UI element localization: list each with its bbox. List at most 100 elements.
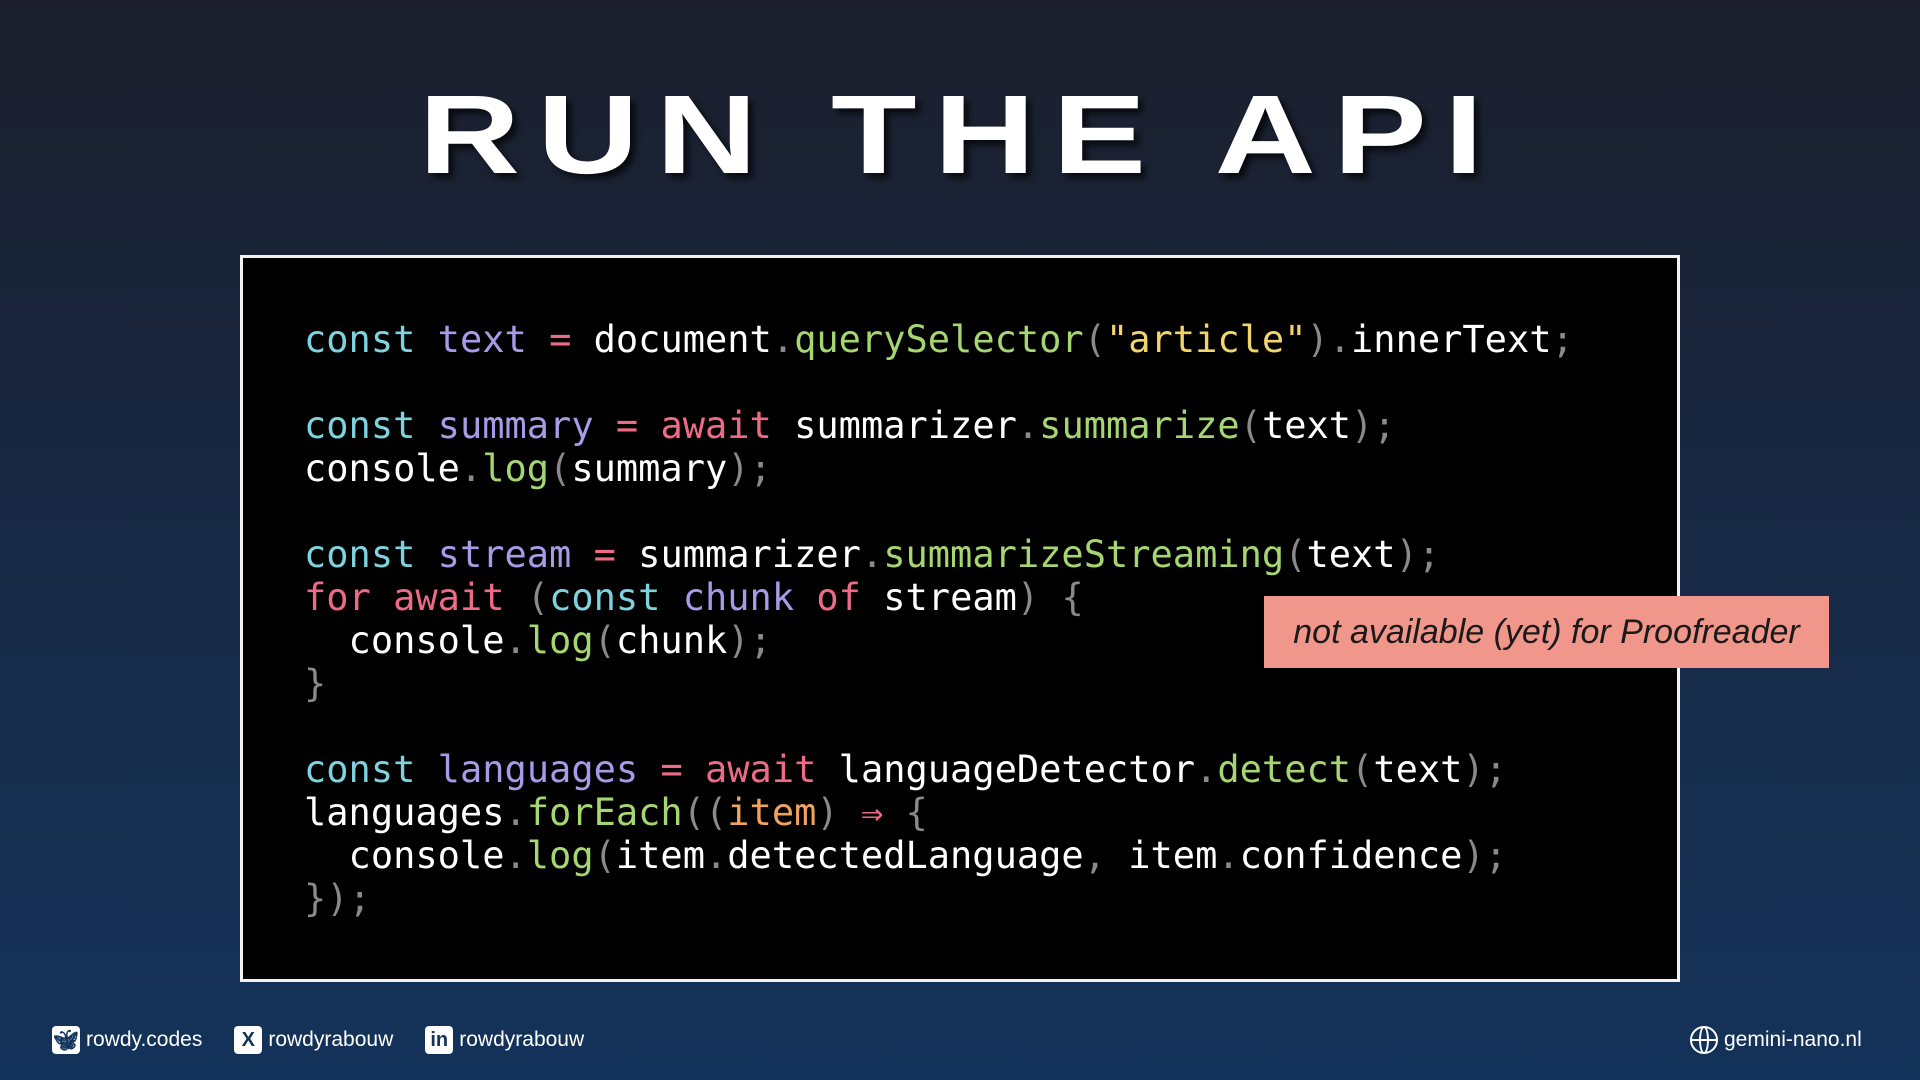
code-token: ) (727, 447, 750, 490)
code-token: ( (549, 447, 572, 490)
code-token: ( (593, 834, 616, 877)
code-token: = (615, 404, 639, 447)
code-token: { (1061, 576, 1084, 619)
code-token (594, 404, 616, 447)
code-token: stream (437, 533, 572, 576)
slide-title: RUN THE API (419, 72, 1501, 197)
code-token (505, 576, 527, 619)
code-token: summary (437, 404, 594, 447)
bluesky-icon: 🦋︎ (52, 1026, 80, 1054)
x-link[interactable]: X rowdyrabouw (234, 1026, 393, 1054)
code-token: ; (1484, 834, 1507, 877)
bluesky-link[interactable]: 🦋︎ rowdy.codes (52, 1026, 202, 1054)
code-token (883, 791, 905, 834)
code-token: . (504, 619, 527, 662)
code-token (571, 533, 593, 576)
code-line (304, 361, 1574, 404)
code-token: . (1016, 404, 1040, 447)
code-token: querySelector (794, 318, 1084, 361)
code-token: ) (816, 791, 839, 834)
code-token: . (459, 447, 483, 490)
code-token: ( (1083, 318, 1106, 361)
code-token (839, 791, 861, 834)
code-token: item (1105, 834, 1218, 877)
code-token: detectedLanguage (727, 834, 1084, 877)
code-token: = (593, 533, 616, 576)
code-token: await (393, 576, 505, 619)
code-token: log (482, 447, 550, 490)
code-token: ; (1373, 404, 1396, 447)
code-token: item (615, 834, 705, 877)
code-token: ; (749, 619, 772, 662)
code-token: summary (571, 447, 728, 490)
code-token: ( (1351, 748, 1374, 791)
code-token: ) (1016, 576, 1040, 619)
code-token: } (304, 662, 327, 705)
social-links: 🦋︎ rowdy.codes X rowdyrabouw in rowdyrab… (52, 1022, 616, 1058)
code-token: confidence (1239, 834, 1463, 877)
code-token: ) (1351, 404, 1374, 447)
website-link[interactable]: gemini-nano.nl (1690, 1022, 1862, 1058)
code-token: await (660, 404, 772, 447)
code-token: . (1217, 834, 1240, 877)
code-token: languages (304, 791, 505, 834)
code-token (415, 748, 437, 791)
code-token: ; (1417, 533, 1441, 576)
code-token: ; (1551, 318, 1574, 361)
code-line: console.log(item.detectedLanguage, item.… (304, 834, 1574, 877)
linkedin-link[interactable]: in rowdyrabouw (425, 1026, 584, 1054)
code-token: . (704, 834, 728, 877)
code-line: const text = document.querySelector("art… (304, 318, 1574, 361)
code-token: ) (1462, 748, 1485, 791)
code-token: console (304, 834, 505, 877)
code-token: . (860, 533, 884, 576)
code-token: log (526, 619, 594, 662)
code-line: console.log(chunk); (304, 619, 1574, 662)
code-token (1039, 576, 1061, 619)
code-token (415, 404, 437, 447)
code-token (794, 576, 816, 619)
code-token: { (905, 791, 928, 834)
code-token: , (1083, 834, 1106, 877)
code-token: (( (682, 791, 728, 834)
code-token: . (1195, 748, 1218, 791)
code-token: const (549, 576, 661, 619)
code-token (683, 748, 705, 791)
code-token: await (705, 748, 817, 791)
code-token: ; (749, 447, 772, 490)
code-token: innerText (1351, 318, 1552, 361)
code-token: ⇒ (860, 791, 884, 834)
code-token (638, 748, 660, 791)
code-token: of (816, 576, 861, 619)
code-token: chunk (682, 576, 795, 619)
code-token: text (1306, 533, 1396, 576)
code-token (415, 318, 437, 361)
code-token: console (304, 619, 505, 662)
code-token: for (304, 576, 371, 619)
code-token: ; (348, 877, 371, 920)
code-token: ) (727, 619, 750, 662)
globe-icon (1690, 1026, 1718, 1054)
code-token (527, 318, 549, 361)
code-token: ) (1395, 533, 1418, 576)
code-line: for await (const chunk of stream) { (304, 576, 1574, 619)
code-token (415, 533, 437, 576)
code-line: } (304, 662, 1574, 705)
code-token: ) (1462, 834, 1485, 877)
code-token: summarizer (771, 404, 1017, 447)
code-line: const languages = await languageDetector… (304, 748, 1574, 791)
code-token: log (526, 834, 594, 877)
code-token: . (504, 834, 527, 877)
code-token: forEach (526, 791, 683, 834)
code-token: ; (1484, 748, 1507, 791)
code-token: text (1261, 404, 1352, 447)
code-line: }); (304, 877, 1574, 920)
code-token: languageDetector (816, 748, 1196, 791)
code-token: const (304, 533, 416, 576)
code-token: . (771, 318, 795, 361)
code-token: ( (1284, 533, 1307, 576)
code-line: console.log(summary); (304, 447, 1574, 490)
code-token: = (549, 318, 572, 361)
code-token (371, 576, 393, 619)
code-token: const (304, 404, 416, 447)
